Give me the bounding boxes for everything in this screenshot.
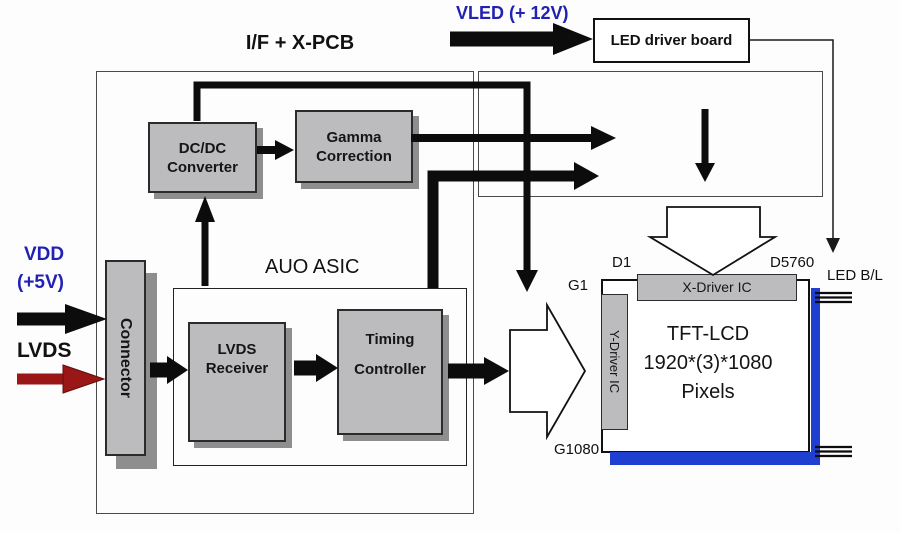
backlight-right-bar: [811, 288, 820, 464]
led-driver-board-block: LED driver board: [593, 18, 750, 63]
timing-controller-block: Timing Controller: [337, 309, 443, 435]
led-wire-hatch-bottom: [815, 445, 852, 458]
lvds-receiver-block: LVDS Receiver: [188, 322, 286, 442]
auo-asic-label: AUO ASIC: [265, 256, 360, 278]
d1-label: D1: [612, 254, 632, 271]
g1-label: G1: [568, 277, 589, 294]
panel-description: TFT-LCD 1920*(3)*1080 Pixels: [618, 320, 798, 407]
lvds-arrow: [17, 364, 106, 394]
vdd-voltage-label: (+5V): [17, 272, 64, 293]
gate-bus-hollow-arrow: [509, 301, 587, 441]
vled-arrow: [450, 23, 593, 55]
panel-line1: TFT-LCD: [666, 323, 750, 345]
source-bus-hollow-arrow: [646, 206, 779, 277]
vdd-label: VDD: [24, 244, 65, 265]
lvds-label: LVDS: [17, 339, 72, 362]
if-xpcb-outline: [96, 71, 474, 514]
backlight-bottom-bar: [610, 452, 820, 465]
panel-line2: 1920*(3)*1080: [643, 352, 773, 374]
led-backlight-label: LED B/L: [827, 267, 883, 284]
led-wire-hatch-top: [815, 291, 852, 304]
connector-block: Connector: [105, 260, 146, 456]
pcb-title: I/F + X-PCB: [245, 32, 355, 54]
d5760-label: D5760: [770, 254, 815, 271]
gamma-correction-block: Gamma Correction: [295, 110, 413, 183]
tft-lcd-panel: [601, 279, 810, 453]
g1080-label: G1080: [554, 441, 600, 458]
panel-line3: Pixels: [681, 381, 735, 403]
xpcb-right-outline: [478, 71, 823, 197]
x-driver-ic-block: X-Driver IC: [637, 274, 797, 301]
vdd-arrow: [17, 304, 107, 334]
y-driver-ic-block: Y-Driver IC: [601, 294, 628, 430]
vled-label: VLED (+ 12V): [456, 3, 569, 23]
dcdc-converter-block: DC/DC Converter: [148, 122, 257, 193]
